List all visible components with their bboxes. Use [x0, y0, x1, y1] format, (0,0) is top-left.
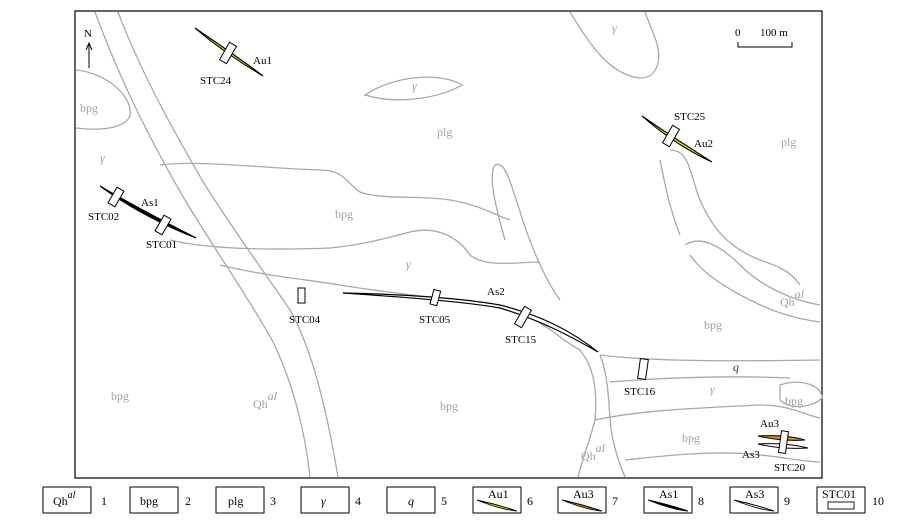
label-stc01: STC01: [146, 239, 177, 251]
legend-num-7: 7: [612, 494, 618, 508]
legend-box-2: [129, 486, 179, 514]
legend-box-9: [729, 486, 779, 514]
legend-symbol-9: As3: [745, 487, 764, 501]
legend-num-9: 9: [784, 494, 790, 508]
label-stc04: STC04: [289, 314, 321, 326]
legend-num-4: 4: [355, 494, 361, 508]
trench-stc02: [107, 186, 125, 208]
scale-end: 100 m: [760, 27, 788, 39]
unit-qh-east: Qhal: [780, 287, 805, 309]
legend-symbol-3: plg: [228, 494, 243, 508]
label-stc24: STC24: [200, 75, 232, 87]
orebody-au2: [641, 115, 713, 163]
legend-symbol-4: γ: [321, 494, 326, 508]
unit-bpg-sw: bpg: [111, 389, 129, 403]
label-as2: As2: [487, 286, 505, 298]
legend-symbol-1: Qhal: [53, 490, 76, 508]
unit-qh-south: Qhal: [581, 441, 606, 463]
trench-stc01: [154, 214, 172, 236]
unit-bpg-south: bpg: [440, 399, 458, 413]
legend-symbol-2: bpg: [140, 494, 158, 508]
legend-swatch-trench: [827, 501, 855, 510]
trenches: [107, 41, 790, 455]
unit-bpg-se2: bpg: [682, 431, 700, 445]
label-as3: As3: [742, 449, 760, 461]
trench-stc04: [297, 287, 306, 304]
unit-gamma-w: γ: [100, 151, 105, 165]
unit-bpg-band: bpg: [335, 207, 353, 221]
map-frame: [74, 10, 823, 479]
scale-start: 0: [735, 27, 741, 39]
legend-num-1: 1: [101, 494, 107, 508]
unit-bpg-se: bpg: [785, 394, 803, 408]
trench-stc25: [661, 124, 681, 148]
label-au2: Au2: [694, 138, 713, 150]
unit-plg-east: plg: [781, 135, 796, 149]
legend-box-1: [42, 486, 92, 514]
legend-symbol-10: STC01: [822, 487, 856, 501]
label-stc25: STC25: [674, 111, 706, 123]
legend-swatch-au1: [476, 499, 518, 512]
legend: Qhal 1 bpg 2 plg 3 γ 4 q 5 Au1 6 Au3 7 A…: [42, 486, 884, 514]
orebody-as1: [99, 185, 197, 239]
feature-labels: Au1 STC24 STC25 Au2 As1 STC02 STC01 STC0…: [88, 55, 806, 474]
north-arrow-head-icon: [85, 41, 93, 51]
legend-num-3: 3: [270, 494, 276, 508]
legend-num-2: 2: [185, 494, 191, 508]
legend-box-6: [472, 486, 522, 514]
label-au1: Au1: [253, 55, 272, 67]
unit-bpg-nw: bpg: [80, 101, 98, 115]
unit-labels: bpg γ γ γ plg plg bpg γ Qhal bpg q γ bpg…: [80, 21, 805, 463]
legend-num-6: 6: [527, 494, 533, 508]
unit-gamma-lens: γ: [412, 79, 417, 93]
label-stc15: STC15: [505, 334, 537, 346]
legend-num-5: 5: [441, 494, 447, 508]
legend-swatch-au3: [561, 499, 603, 512]
legend-num-10: 10: [872, 494, 884, 508]
trench-stc15: [513, 305, 533, 329]
legend-symbol-7: Au3: [573, 487, 594, 501]
scale-bar-line: [737, 42, 793, 48]
legend-box-4: [300, 486, 350, 514]
trench-stc24: [218, 41, 238, 65]
trench-stc05: [429, 288, 442, 307]
legend-box-5: [386, 486, 436, 514]
trench-stc16: [637, 357, 649, 381]
label-stc16: STC16: [624, 386, 656, 398]
north-arrow: N: [84, 28, 93, 68]
unit-bpg-east: bpg: [704, 318, 722, 332]
label-as1: As1: [141, 197, 159, 209]
unit-gamma-east: γ: [710, 382, 715, 396]
scale-bar: 0 100 m: [735, 27, 793, 48]
legend-box-7: [557, 486, 607, 514]
geological-boundaries: [75, 11, 823, 478]
north-label: N: [84, 28, 92, 40]
label-stc20: STC20: [774, 462, 806, 474]
legend-box-3: [215, 486, 265, 514]
legend-swatch-as1: [647, 499, 689, 512]
legend-symbol-6: Au1: [488, 487, 509, 501]
unit-q-east: q: [733, 360, 739, 374]
legend-swatch-as3: [733, 499, 775, 512]
label-stc05: STC05: [419, 314, 451, 326]
legend-num-8: 8: [698, 494, 704, 508]
unit-gamma-top: γ: [612, 21, 617, 35]
legend-symbol-5: q: [408, 494, 414, 508]
legend-box-8: [643, 486, 693, 514]
orebody-as2: [342, 292, 599, 353]
unit-plg-center: plg: [437, 125, 452, 139]
unit-qh-center: Qhal: [253, 389, 278, 411]
legend-symbol-8: As1: [659, 487, 678, 501]
label-stc02: STC02: [88, 211, 119, 223]
unit-gamma-band: γ: [406, 257, 411, 271]
trench-stc20: [777, 430, 790, 455]
label-au3: Au3: [760, 418, 779, 430]
